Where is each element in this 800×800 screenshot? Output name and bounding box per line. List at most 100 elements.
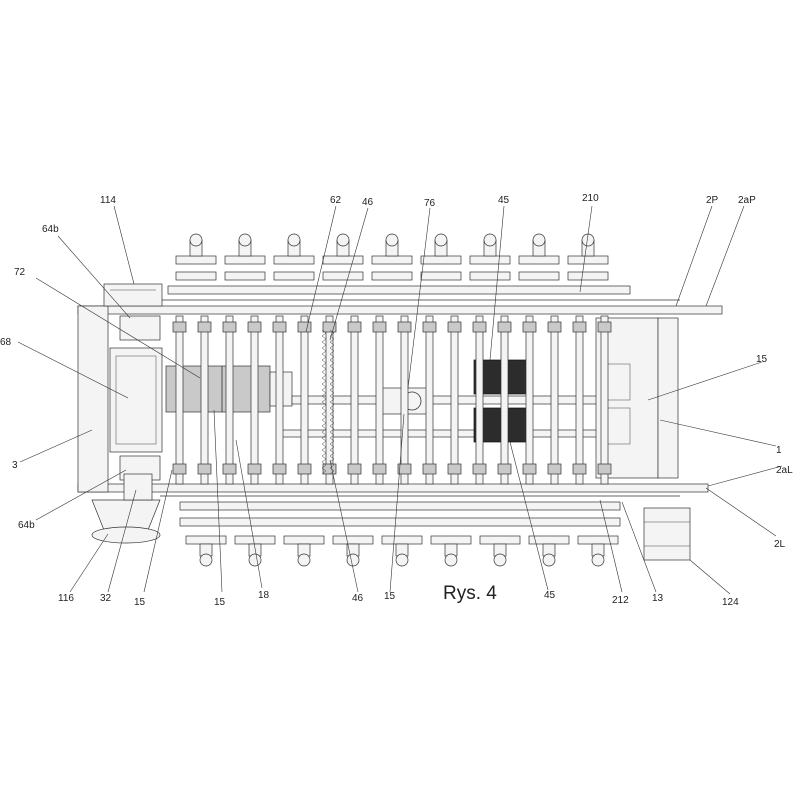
- shaft-collar: [572, 463, 587, 475]
- pulley-bottom-knob: [395, 553, 409, 567]
- pulley-top-disc: [224, 271, 266, 281]
- pulley-top-disc: [322, 271, 364, 281]
- shaft-collar: [597, 463, 612, 475]
- shaft-collar: [172, 463, 187, 475]
- shaft-collar: [397, 321, 412, 333]
- pulley-bottom-knob: [591, 553, 605, 567]
- shaft-collar: [472, 463, 487, 475]
- pulley-top-disc: [371, 255, 413, 265]
- bottom-belt-2: [179, 517, 621, 527]
- shaft: [300, 315, 309, 485]
- pulley-top-knob: [434, 233, 448, 247]
- lower-shaft: [279, 429, 651, 438]
- label-76: 76: [424, 198, 436, 209]
- label-46-bottom: 46: [352, 593, 364, 604]
- pulley-bottom-disc: [283, 535, 325, 545]
- label-64b-bottom: 64b: [18, 520, 35, 531]
- shaft-collar: [347, 463, 362, 475]
- shaft-collar: [272, 463, 287, 475]
- cylinder-124: [643, 507, 691, 561]
- shaft: [250, 315, 259, 485]
- label-2P: 2P: [706, 195, 719, 206]
- shaft-collar: [522, 463, 537, 475]
- shaft-collar: [247, 463, 262, 475]
- bottom-rail-2aL: [77, 483, 709, 493]
- shaft-collar: [497, 463, 512, 475]
- pulley-top-disc: [469, 255, 511, 265]
- gear-housing-68: [109, 347, 163, 453]
- pulley-top-disc: [567, 271, 609, 281]
- pulley-top-disc: [322, 255, 364, 265]
- pulley-top-disc: [175, 271, 217, 281]
- pulley-top-knob: [532, 233, 546, 247]
- reference-labels: 114 64b 72 68 3 64b 116 32 15 15 18 46 1…: [0, 193, 793, 608]
- label-2L: 2L: [774, 539, 786, 550]
- label-62: 62: [330, 195, 342, 206]
- shaft-collar: [522, 321, 537, 333]
- shaft-collar: [372, 321, 387, 333]
- block-114: [103, 283, 163, 307]
- pulley-bottom-disc: [234, 535, 276, 545]
- top-belt: [167, 285, 631, 295]
- shaft: [475, 315, 484, 485]
- shaft: [375, 315, 384, 485]
- label-45-bottom: 45: [544, 590, 556, 601]
- label-2aL: 2aL: [776, 465, 793, 476]
- label-68: 68: [0, 337, 12, 348]
- shaft-collar: [447, 321, 462, 333]
- pulley-top-knob: [336, 233, 350, 247]
- pulley-top-disc: [567, 255, 609, 265]
- shaft-collar: [222, 463, 237, 475]
- pulley-bottom-knob: [493, 553, 507, 567]
- label-15-right: 15: [756, 354, 768, 365]
- drum-116-base: [91, 526, 161, 544]
- pulley-top-knob: [238, 233, 252, 247]
- pulley-top-knob: [385, 233, 399, 247]
- pulley-top-disc: [420, 271, 462, 281]
- label-212: 212: [612, 595, 629, 606]
- pulley-top-disc: [518, 255, 560, 265]
- shaft-collar: [547, 321, 562, 333]
- pulley-bottom-knob: [542, 553, 556, 567]
- top-pulley-row-210: [167, 233, 631, 295]
- shaft: [350, 315, 359, 485]
- label-3: 3: [12, 460, 18, 471]
- pulley-top-disc: [273, 255, 315, 265]
- shaft-collar: [347, 321, 362, 333]
- bottom-belt: [179, 501, 621, 511]
- shaft-collar: [597, 321, 612, 333]
- pulley-top-disc: [175, 255, 217, 265]
- shaft: [550, 315, 559, 485]
- pulley-bottom-disc: [381, 535, 423, 545]
- shaft-collar: [297, 463, 312, 475]
- shaft: [200, 315, 209, 485]
- shaft-collar: [297, 321, 312, 333]
- shaft-collar: [547, 463, 562, 475]
- pulley-top-disc: [420, 255, 462, 265]
- pulley-top-disc: [469, 271, 511, 281]
- shaft-collar: [272, 321, 287, 333]
- label-72: 72: [14, 267, 26, 278]
- label-13: 13: [652, 593, 664, 604]
- shaft-collar: [572, 321, 587, 333]
- label-114: 114: [100, 195, 116, 206]
- shaft-collar: [247, 321, 262, 333]
- shaft-collar: [372, 463, 387, 475]
- label-45-top: 45: [498, 195, 510, 206]
- shaft: [575, 315, 584, 485]
- shaft: [225, 315, 234, 485]
- right-housing-1: [657, 317, 679, 479]
- label-15-b: 15: [214, 597, 226, 608]
- pulley-top-knob: [287, 233, 301, 247]
- spring: [329, 329, 335, 475]
- pulley-bottom-knob: [444, 553, 458, 567]
- shaft: [425, 315, 434, 485]
- pulley-bottom-disc: [332, 535, 374, 545]
- pulley-bottom-knob: [248, 553, 262, 567]
- shaft: [400, 315, 409, 485]
- pulley-top-knob: [189, 233, 203, 247]
- shaft: [525, 315, 534, 485]
- label-15-a: 15: [134, 597, 146, 608]
- pulley-bottom-disc: [430, 535, 472, 545]
